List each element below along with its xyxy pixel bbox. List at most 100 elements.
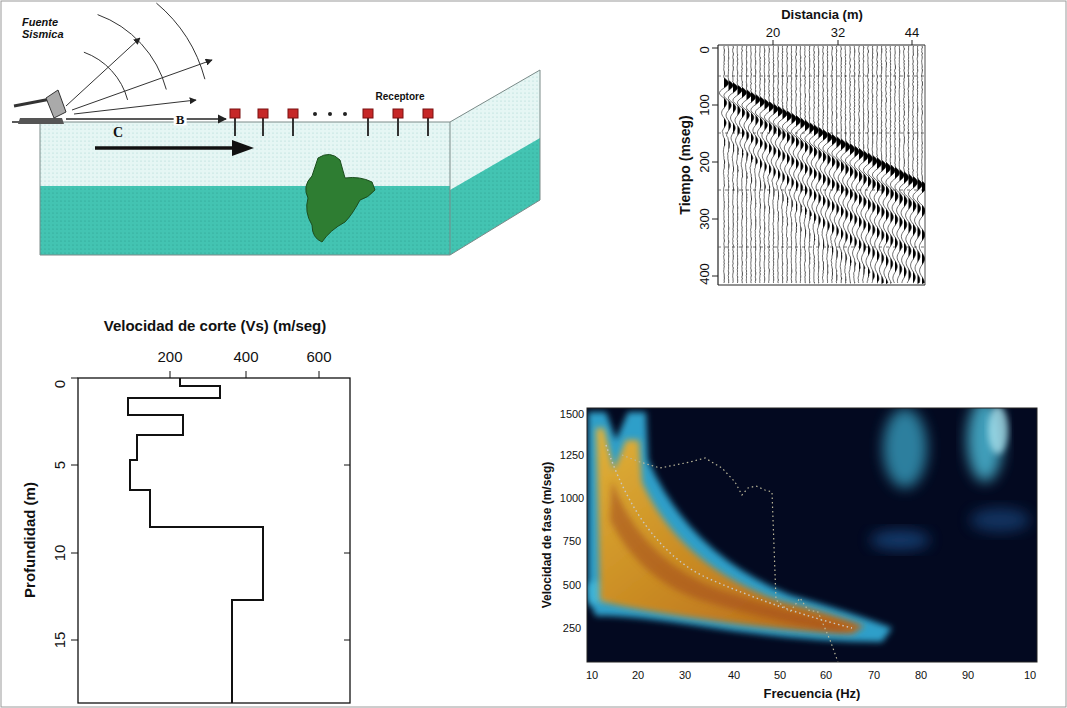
tick-label-slot: 44 bbox=[905, 26, 919, 40]
tick-label-slot: 200 bbox=[157, 349, 182, 366]
tick-label: 10 bbox=[1024, 669, 1036, 681]
trace-fill bbox=[819, 46, 824, 284]
dispersion-energy bbox=[588, 408, 1030, 662]
tick-label-slot: 15 bbox=[52, 632, 69, 649]
tick-label-slot: 300 bbox=[698, 208, 712, 230]
field-block bbox=[12, 70, 540, 255]
tick-label-slot: 20 bbox=[766, 26, 780, 40]
tick-label-slot: 20 bbox=[632, 669, 644, 681]
axis-title: Distancia (m) bbox=[781, 8, 863, 22]
receiver-label: Receptore bbox=[376, 91, 425, 102]
trace-wiggle bbox=[908, 46, 917, 283]
vs-profile-panel: Velocidad de corte (Vs) (m/seg) Profundid… bbox=[10, 310, 355, 706]
tick-label-slot: 400 bbox=[233, 349, 258, 366]
tick-label-slot: 30 bbox=[679, 669, 691, 681]
source-label: Fuente Sismica bbox=[22, 16, 74, 40]
tick-label: 1250 bbox=[560, 449, 584, 461]
trace-wiggle bbox=[881, 46, 890, 283]
dispersion-frame bbox=[587, 408, 1037, 662]
axis-title: Velocidad de fase (m/seg) bbox=[541, 462, 554, 609]
tick-label: 80 bbox=[915, 669, 927, 681]
tick-label-slot: 250 bbox=[563, 622, 581, 634]
tick-label: 500 bbox=[563, 579, 581, 591]
tick-label: 44 bbox=[905, 26, 919, 40]
trace-wiggle bbox=[729, 46, 738, 283]
trace-fill bbox=[886, 46, 891, 284]
trace-wiggle bbox=[742, 46, 751, 283]
trace-wiggle bbox=[899, 46, 908, 283]
tick-label: 200 bbox=[698, 151, 712, 173]
trace-wiggle bbox=[809, 46, 818, 283]
trace-wiggle bbox=[913, 46, 922, 283]
axis-title-slot: Velocidad de fase (m/seg) bbox=[541, 462, 554, 609]
trace-wiggle bbox=[787, 46, 796, 283]
trace-fill bbox=[841, 46, 846, 284]
tick-label-slot: 10 bbox=[1024, 669, 1036, 681]
tick-label-slot: 1250 bbox=[560, 449, 584, 461]
tick-label-slot: 60 bbox=[820, 669, 832, 681]
tick-label: 1500 bbox=[560, 408, 584, 420]
trace-wiggle bbox=[751, 46, 760, 283]
tick-label: 600 bbox=[306, 349, 331, 366]
trace-wiggle bbox=[836, 46, 845, 283]
trace-fill bbox=[900, 46, 905, 284]
direct-wave-arrow bbox=[66, 118, 226, 119]
trace-wiggle bbox=[904, 46, 913, 283]
trace-wiggle bbox=[805, 46, 814, 283]
tick-label: 250 bbox=[563, 622, 581, 634]
trace-wiggle bbox=[796, 46, 805, 283]
axis-title-slot: Profundidad (m) bbox=[22, 482, 39, 598]
axis-title: Velocidad de corte (Vs) (m/seg) bbox=[104, 318, 327, 335]
trace-wiggle bbox=[791, 46, 800, 283]
trace-fill bbox=[733, 46, 738, 284]
tick-label-slot: 10 bbox=[52, 545, 69, 562]
profile-axes bbox=[71, 371, 350, 703]
tick-label-slot: 40 bbox=[728, 669, 740, 681]
tick-label-slot: 1500 bbox=[560, 408, 584, 420]
trace-wiggle bbox=[886, 46, 895, 283]
tick-label: 90 bbox=[962, 669, 974, 681]
dispersion-panel: Velocidad de fase (m/seg)Frecuencia (Hz) bbox=[535, 400, 1060, 706]
tick-label: 60 bbox=[820, 669, 832, 681]
trace-wiggle bbox=[782, 46, 791, 283]
trace-wiggle bbox=[760, 46, 769, 283]
trace-fill bbox=[747, 46, 751, 284]
trace-fill bbox=[859, 46, 864, 284]
tick-label-slot: 400 bbox=[698, 263, 712, 285]
tick-label-slot: 100 bbox=[698, 94, 712, 116]
tick-label-slot: 10 bbox=[586, 669, 598, 681]
trace-wiggle bbox=[827, 46, 836, 283]
geophones bbox=[230, 109, 433, 136]
tick-label: 40 bbox=[728, 669, 740, 681]
geophone-spike bbox=[397, 118, 399, 136]
geophone-spike bbox=[367, 118, 369, 136]
tick-label-slot: 0 bbox=[698, 46, 712, 53]
axis-title: Tiempo (mseg) bbox=[678, 115, 693, 214]
geophone-head bbox=[258, 109, 268, 118]
trace-wiggle bbox=[719, 46, 728, 283]
geophone-spike bbox=[234, 118, 236, 136]
tick-label: 300 bbox=[698, 208, 712, 230]
trace-fill bbox=[756, 46, 761, 284]
wave-label: B bbox=[174, 113, 187, 126]
tick-label-slot: 5 bbox=[52, 461, 69, 469]
trace-wiggle bbox=[872, 46, 881, 283]
tick-label-slot: 32 bbox=[831, 26, 845, 40]
trace-fill bbox=[742, 46, 747, 284]
trace-fill bbox=[855, 46, 860, 284]
seismic-traces bbox=[719, 46, 925, 284]
wavefronts bbox=[66, 3, 212, 114]
wave-label: C bbox=[113, 126, 123, 140]
trace-wiggle bbox=[818, 46, 827, 283]
tick-label-slot: 750 bbox=[563, 535, 581, 547]
trace-wiggle bbox=[769, 46, 778, 283]
buried-anomaly bbox=[306, 154, 375, 242]
tick-label: 50 bbox=[774, 669, 786, 681]
seismic-source bbox=[14, 90, 66, 124]
geophone-head bbox=[393, 109, 403, 118]
tick-label: 70 bbox=[868, 669, 880, 681]
tick-label-slot: 1000 bbox=[560, 492, 584, 504]
